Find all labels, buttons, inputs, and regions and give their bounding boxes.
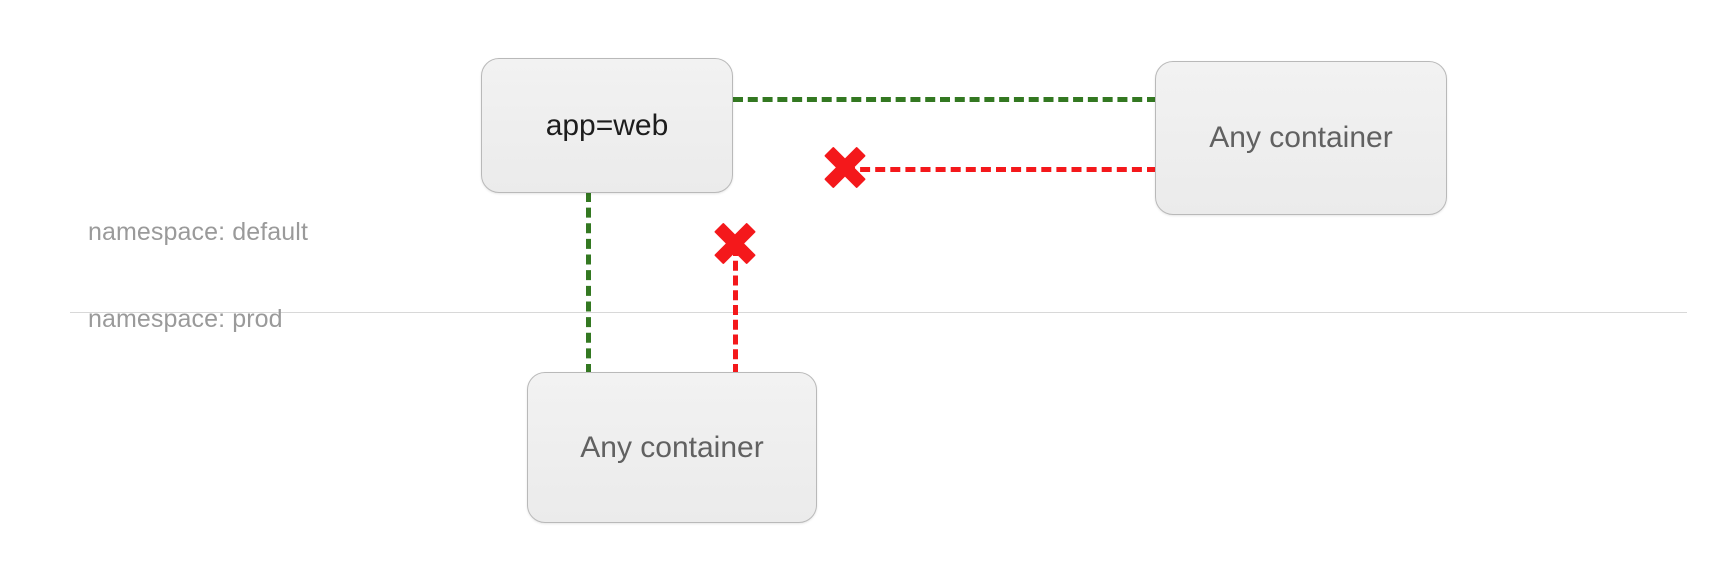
edge-allowed-app-web-to-bottom-container	[586, 192, 591, 374]
edge-denied-app-web-to-bottom-container	[733, 246, 738, 374]
deny-x-icon	[712, 220, 758, 266]
namespace-label-default: namespace: default	[88, 218, 309, 246]
node-right-container-label: Any container	[1209, 121, 1393, 154]
node-bottom-container-label: Any container	[580, 430, 764, 464]
namespace-divider	[70, 312, 1687, 313]
edge-allowed-app-web-to-right-container	[733, 97, 1157, 102]
deny-x-icon	[822, 144, 868, 190]
node-app-web[interactable]: app=web	[481, 58, 733, 193]
namespace-label-prod: namespace: prod	[88, 305, 283, 333]
node-bottom-container[interactable]: Any container	[527, 372, 817, 523]
edge-denied-app-web-to-right-container	[845, 167, 1157, 172]
node-app-web-label: app=web	[545, 108, 669, 142]
node-right-container[interactable]: Any container	[1155, 61, 1447, 215]
